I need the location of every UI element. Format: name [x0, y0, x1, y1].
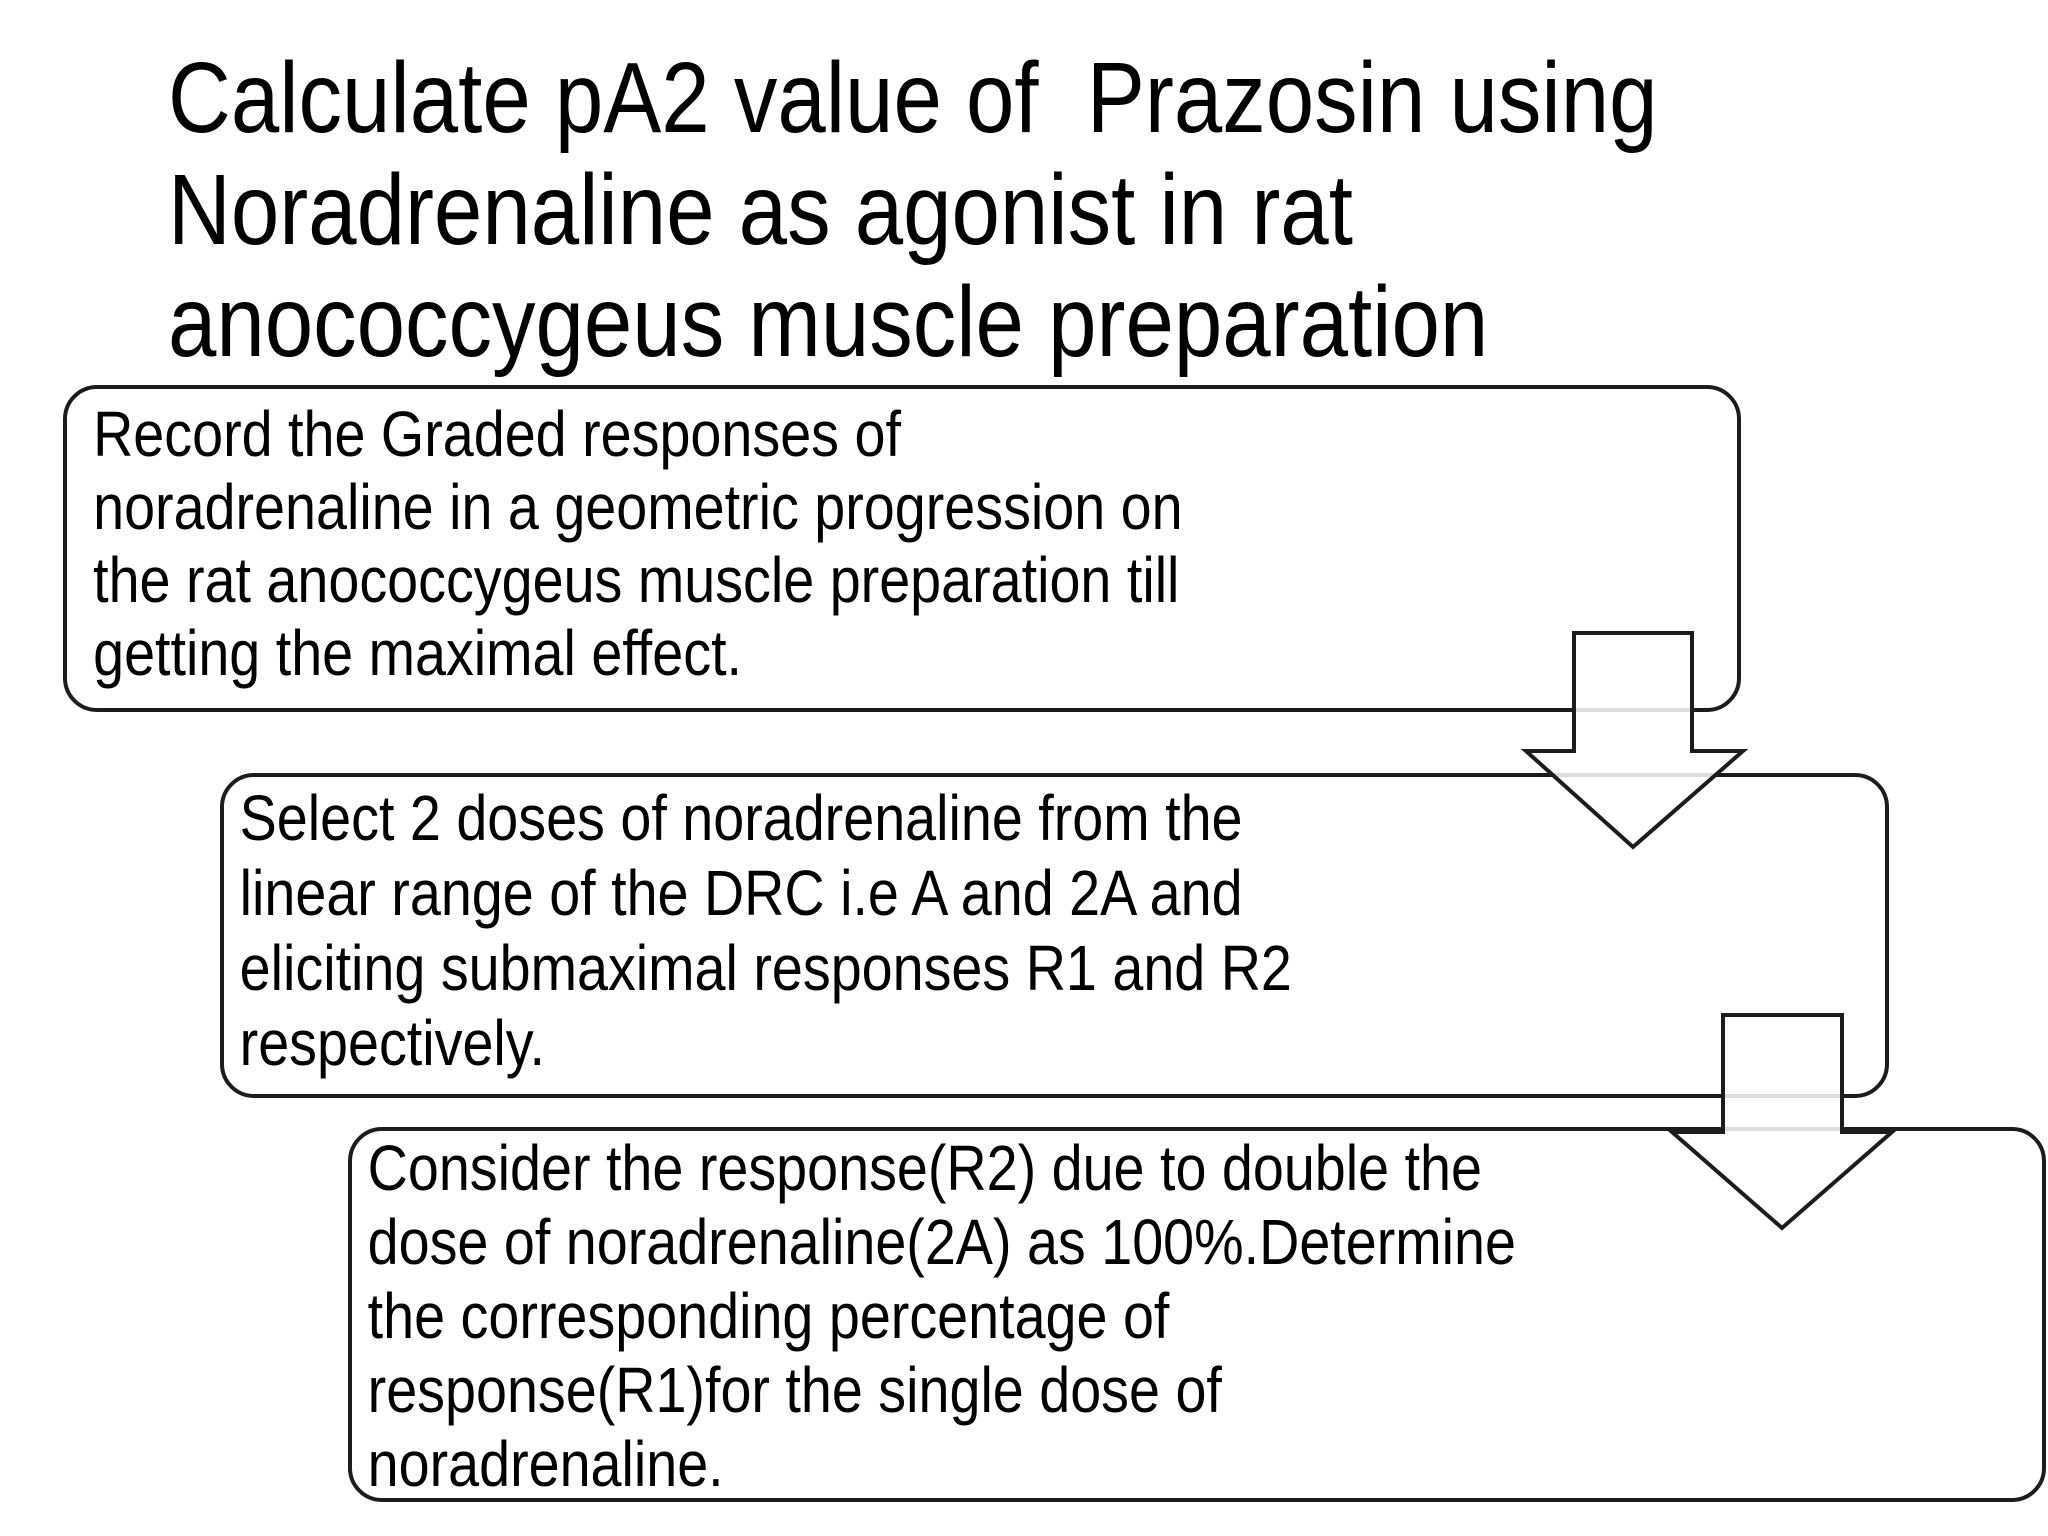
step-box-2: Select 2 doses of noradrenaline from the…: [220, 773, 1889, 1098]
step-box-1: Record the Graded responses of noradrena…: [63, 385, 1741, 712]
slide-title: Calculate pA2 value of Prazosin using No…: [168, 42, 1658, 378]
step-3-text: Consider the response(R2) due to double …: [367, 1132, 1516, 1500]
step-2-text: Select 2 doses of noradrenaline from the…: [239, 782, 1292, 1079]
step-1-text: Record the Graded responses of noradrena…: [93, 398, 1183, 689]
step-box-3: Consider the response(R2) due to double …: [348, 1127, 2046, 1502]
